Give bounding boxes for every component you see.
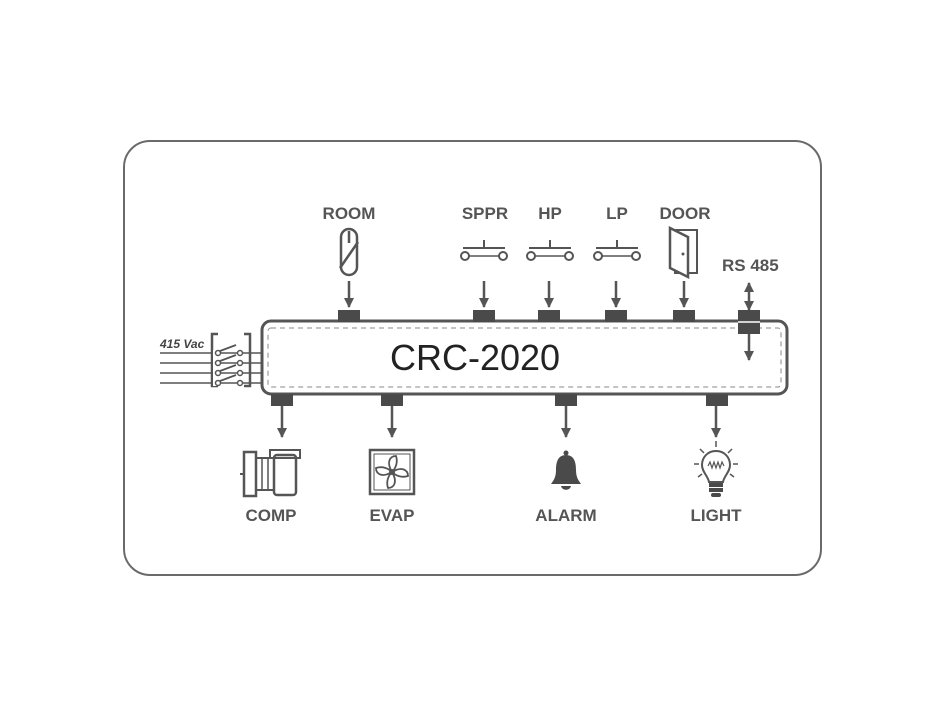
- bell-icon: [551, 450, 581, 490]
- isolator-switch-icon: [210, 332, 252, 388]
- terminal-evap: [381, 394, 403, 406]
- label-alarm: ALARM: [535, 506, 596, 525]
- label-light: LIGHT: [691, 506, 743, 525]
- output-light: LIGHT: [691, 394, 743, 525]
- terminal-hp: [538, 310, 560, 322]
- power-supply: 415 Vac: [159, 332, 262, 388]
- label-hp: HP: [538, 204, 562, 223]
- label-rs485: RS 485: [722, 256, 779, 275]
- switch-contact-icon: [526, 240, 574, 261]
- switch-contact-icon: [460, 240, 508, 261]
- label-room: ROOM: [323, 204, 376, 223]
- terminal-sppr: [473, 310, 495, 322]
- light-bulb-icon: [694, 441, 738, 497]
- terminal-light: [706, 394, 728, 406]
- outer-panel: [123, 140, 822, 576]
- output-alarm: ALARM: [535, 394, 597, 525]
- label-lp: LP: [606, 204, 628, 223]
- input-door: DOOR: [660, 204, 711, 322]
- controller-name: CRC-2020: [390, 337, 560, 378]
- output-comp: COMP: [240, 394, 301, 525]
- output-evap: EVAP: [368, 394, 416, 525]
- input-lp: LP: [593, 204, 641, 322]
- input-hp: HP: [526, 204, 574, 322]
- compressor-icon: [240, 449, 301, 498]
- input-room: ROOM: [323, 204, 376, 322]
- fan-icon: [368, 448, 416, 496]
- label-sppr: SPPR: [462, 204, 508, 223]
- terminal-alarm: [555, 394, 577, 406]
- door-icon: [668, 225, 698, 280]
- terminal-comp: [271, 394, 293, 406]
- temperature-probe-icon: [338, 227, 360, 277]
- comm-rs485: RS 485: [722, 256, 779, 361]
- terminal-lp: [605, 310, 627, 322]
- label-evap: EVAP: [369, 506, 414, 525]
- terminal-room: [338, 310, 360, 322]
- label-comp: COMP: [246, 506, 297, 525]
- controller-box: CRC-2020: [260, 319, 789, 396]
- switch-contact-icon: [593, 240, 641, 261]
- label-door: DOOR: [660, 204, 711, 223]
- input-sppr: SPPR: [460, 204, 508, 322]
- terminal-door: [673, 310, 695, 322]
- label-supply: 415 Vac: [159, 337, 205, 351]
